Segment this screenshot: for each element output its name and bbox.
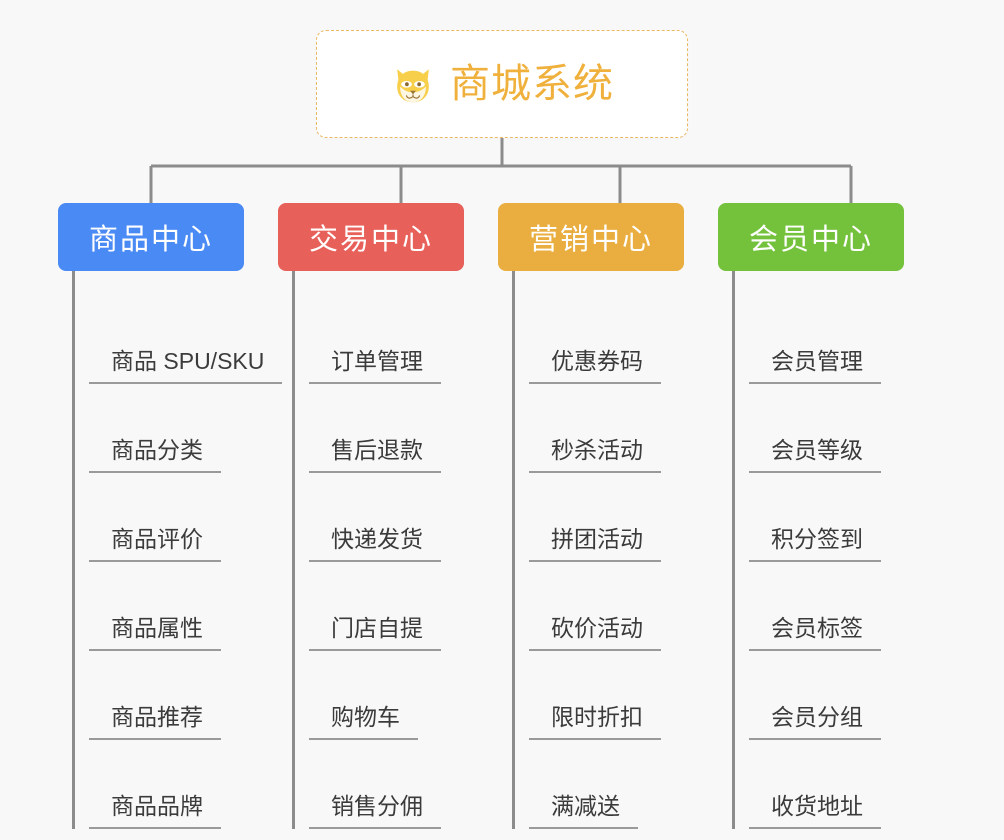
leaf-item[interactable]: 会员管理: [735, 295, 938, 384]
leaf-item[interactable]: 优惠券码: [515, 295, 718, 384]
leaf-item[interactable]: 销售分佣: [295, 740, 498, 829]
leaf-item[interactable]: 售后退款: [295, 384, 498, 473]
leaf-item[interactable]: 积分签到: [735, 473, 938, 562]
leaf-item[interactable]: 商品属性: [75, 562, 278, 651]
leaf-label: 订单管理: [309, 348, 441, 384]
branch-header-label-2: 营销中心: [528, 224, 653, 256]
leaf-label: 优惠券码: [529, 348, 661, 384]
leaf-label: 商品品牌: [89, 793, 221, 829]
root-node-wrapper: 商城系统: [0, 30, 1004, 138]
branch-columns: 商品中心 商品 SPU/SKU 商品分类 商品评价 商品属性 商品推荐 商品品牌…: [0, 203, 1004, 829]
branch-header-1[interactable]: 交易中心: [278, 203, 464, 271]
branch-items-3: 会员管理 会员等级 积分签到 会员标签 会员分组 收货地址: [732, 271, 938, 829]
root-node[interactable]: 商城系统: [316, 30, 688, 138]
leaf-label: 售后退款: [309, 437, 441, 473]
leaf-item[interactable]: 商品 SPU/SKU: [75, 295, 283, 384]
leaf-item[interactable]: 秒杀活动: [515, 384, 718, 473]
branch-header-label-1: 交易中心: [308, 224, 433, 256]
leaf-item[interactable]: 会员标签: [735, 562, 938, 651]
leaf-label: 商品评价: [89, 526, 221, 562]
shiba-dog-face-icon: [397, 69, 429, 103]
root-node-title: 商城系统: [450, 62, 614, 106]
leaf-item[interactable]: 门店自提: [295, 562, 498, 651]
branch-header-label-0: 商品中心: [88, 224, 213, 256]
leaf-label: 购物车: [309, 704, 418, 740]
leaf-item[interactable]: 满减送: [515, 740, 718, 829]
leaf-item[interactable]: 拼团活动: [515, 473, 718, 562]
leaf-item[interactable]: 会员等级: [735, 384, 938, 473]
leaf-label: 商品属性: [89, 615, 221, 651]
branch-column-会员中心: 会员中心 会员管理 会员等级 积分签到 会员标签 会员分组 收货地址: [718, 203, 938, 829]
leaf-label: 收货地址: [749, 793, 881, 829]
leaf-label: 限时折扣: [529, 704, 661, 740]
branch-column-营销中心: 营销中心 优惠券码 秒杀活动 拼团活动 砍价活动 限时折扣 满减送: [498, 203, 718, 829]
leaf-label: 商品推荐: [89, 704, 221, 740]
branch-items-2: 优惠券码 秒杀活动 拼团活动 砍价活动 限时折扣 满减送: [512, 271, 718, 829]
leaf-item[interactable]: 商品评价: [75, 473, 278, 562]
leaf-item[interactable]: 砍价活动: [515, 562, 718, 651]
leaf-label: 会员标签: [749, 615, 881, 651]
branch-items-0: 商品 SPU/SKU 商品分类 商品评价 商品属性 商品推荐 商品品牌: [72, 271, 283, 829]
branch-header-label-3: 会员中心: [748, 224, 873, 256]
leaf-label: 积分签到: [749, 526, 881, 562]
leaf-label: 快递发货: [309, 526, 441, 562]
leaf-label: 拼团活动: [529, 526, 661, 562]
leaf-label: 秒杀活动: [529, 437, 661, 473]
branch-column-商品中心: 商品中心 商品 SPU/SKU 商品分类 商品评价 商品属性 商品推荐 商品品牌: [58, 203, 283, 829]
leaf-label: 会员管理: [749, 348, 881, 384]
leaf-label: 销售分佣: [309, 793, 441, 829]
leaf-item[interactable]: 快递发货: [295, 473, 498, 562]
leaf-item[interactable]: 商品分类: [75, 384, 278, 473]
branch-items-1: 订单管理 售后退款 快递发货 门店自提 购物车 销售分佣: [292, 271, 498, 829]
leaf-label: 门店自提: [309, 615, 441, 651]
leaf-label: 商品 SPU/SKU: [89, 348, 283, 384]
leaf-label: 会员分组: [749, 704, 881, 740]
leaf-item[interactable]: 商品推荐: [75, 651, 278, 740]
branch-header-2[interactable]: 营销中心: [498, 203, 684, 271]
leaf-label: 商品分类: [89, 437, 221, 473]
leaf-item[interactable]: 限时折扣: [515, 651, 718, 740]
branch-header-0[interactable]: 商品中心: [58, 203, 244, 271]
leaf-item[interactable]: 会员分组: [735, 651, 938, 740]
branch-column-交易中心: 交易中心 订单管理 售后退款 快递发货 门店自提 购物车 销售分佣: [278, 203, 498, 829]
leaf-item[interactable]: 商品品牌: [75, 740, 278, 829]
leaf-label: 砍价活动: [529, 615, 661, 651]
leaf-item[interactable]: 订单管理: [295, 295, 498, 384]
branch-header-3[interactable]: 会员中心: [718, 203, 904, 271]
leaf-item[interactable]: 收货地址: [735, 740, 938, 829]
leaf-label: 满减送: [529, 793, 638, 829]
leaf-label: 会员等级: [749, 437, 881, 473]
leaf-item[interactable]: 购物车: [295, 651, 498, 740]
